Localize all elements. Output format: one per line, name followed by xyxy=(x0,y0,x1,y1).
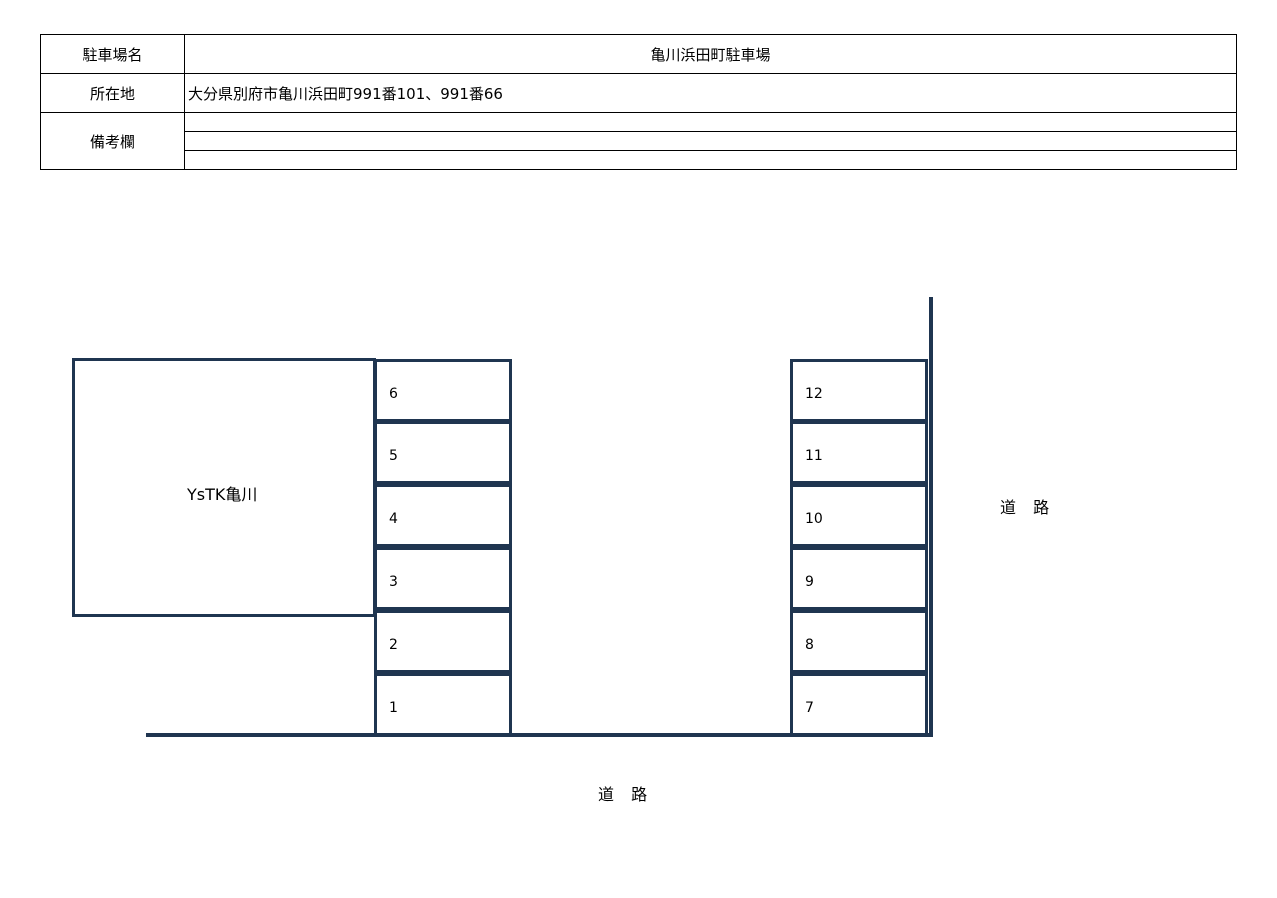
stall-number: 8 xyxy=(805,637,814,653)
road-edge-line xyxy=(146,733,933,737)
parking-stall: 12 xyxy=(790,359,928,422)
parking-stall: 9 xyxy=(790,547,928,610)
road-label-bottom: 道 路 xyxy=(598,785,654,804)
address-value: 大分県別府市亀川浜田町991番101、991番66 xyxy=(184,73,1237,113)
stall-number: 3 xyxy=(389,574,398,590)
parking-stall: 3 xyxy=(374,547,512,610)
stall-number: 9 xyxy=(805,574,814,590)
parking-stall: 7 xyxy=(790,673,928,736)
name-value: 亀川浜田町駐車場 xyxy=(184,34,1237,74)
parking-stall: 1 xyxy=(374,673,512,736)
stall-number: 11 xyxy=(805,448,823,464)
building-label: YsTK亀川 xyxy=(187,485,258,504)
stall-number: 6 xyxy=(389,386,398,402)
parking-info-table: 駐車場名亀川浜田町駐車場 所在地大分県別府市亀川浜田町991番101、991番6… xyxy=(40,34,1237,170)
parking-stall: 11 xyxy=(790,421,928,484)
stall-number: 12 xyxy=(805,386,823,402)
stall-number: 4 xyxy=(389,511,398,527)
stall-number: 1 xyxy=(389,700,398,716)
notes-label: 備考欄 xyxy=(40,112,185,170)
notes-line-2 xyxy=(184,131,1237,151)
stall-number: 2 xyxy=(389,637,398,653)
stall-number: 7 xyxy=(805,700,814,716)
road-label-right: 道 路 xyxy=(1000,498,1056,517)
notes-line-1 xyxy=(184,112,1237,132)
stall-number: 10 xyxy=(805,511,823,527)
parking-stall: 2 xyxy=(374,610,512,673)
parking-stall: 4 xyxy=(374,484,512,547)
parking-stall: 8 xyxy=(790,610,928,673)
right-road-edge-line xyxy=(929,297,933,737)
parking-stall: 10 xyxy=(790,484,928,547)
stall-number: 5 xyxy=(389,448,398,464)
notes-line-3 xyxy=(184,150,1237,170)
parking-stall: 5 xyxy=(374,421,512,484)
address-label: 所在地 xyxy=(40,73,185,113)
name-label: 駐車場名 xyxy=(40,34,185,74)
parking-stall: 6 xyxy=(374,359,512,422)
building: YsTK亀川 xyxy=(72,358,376,617)
